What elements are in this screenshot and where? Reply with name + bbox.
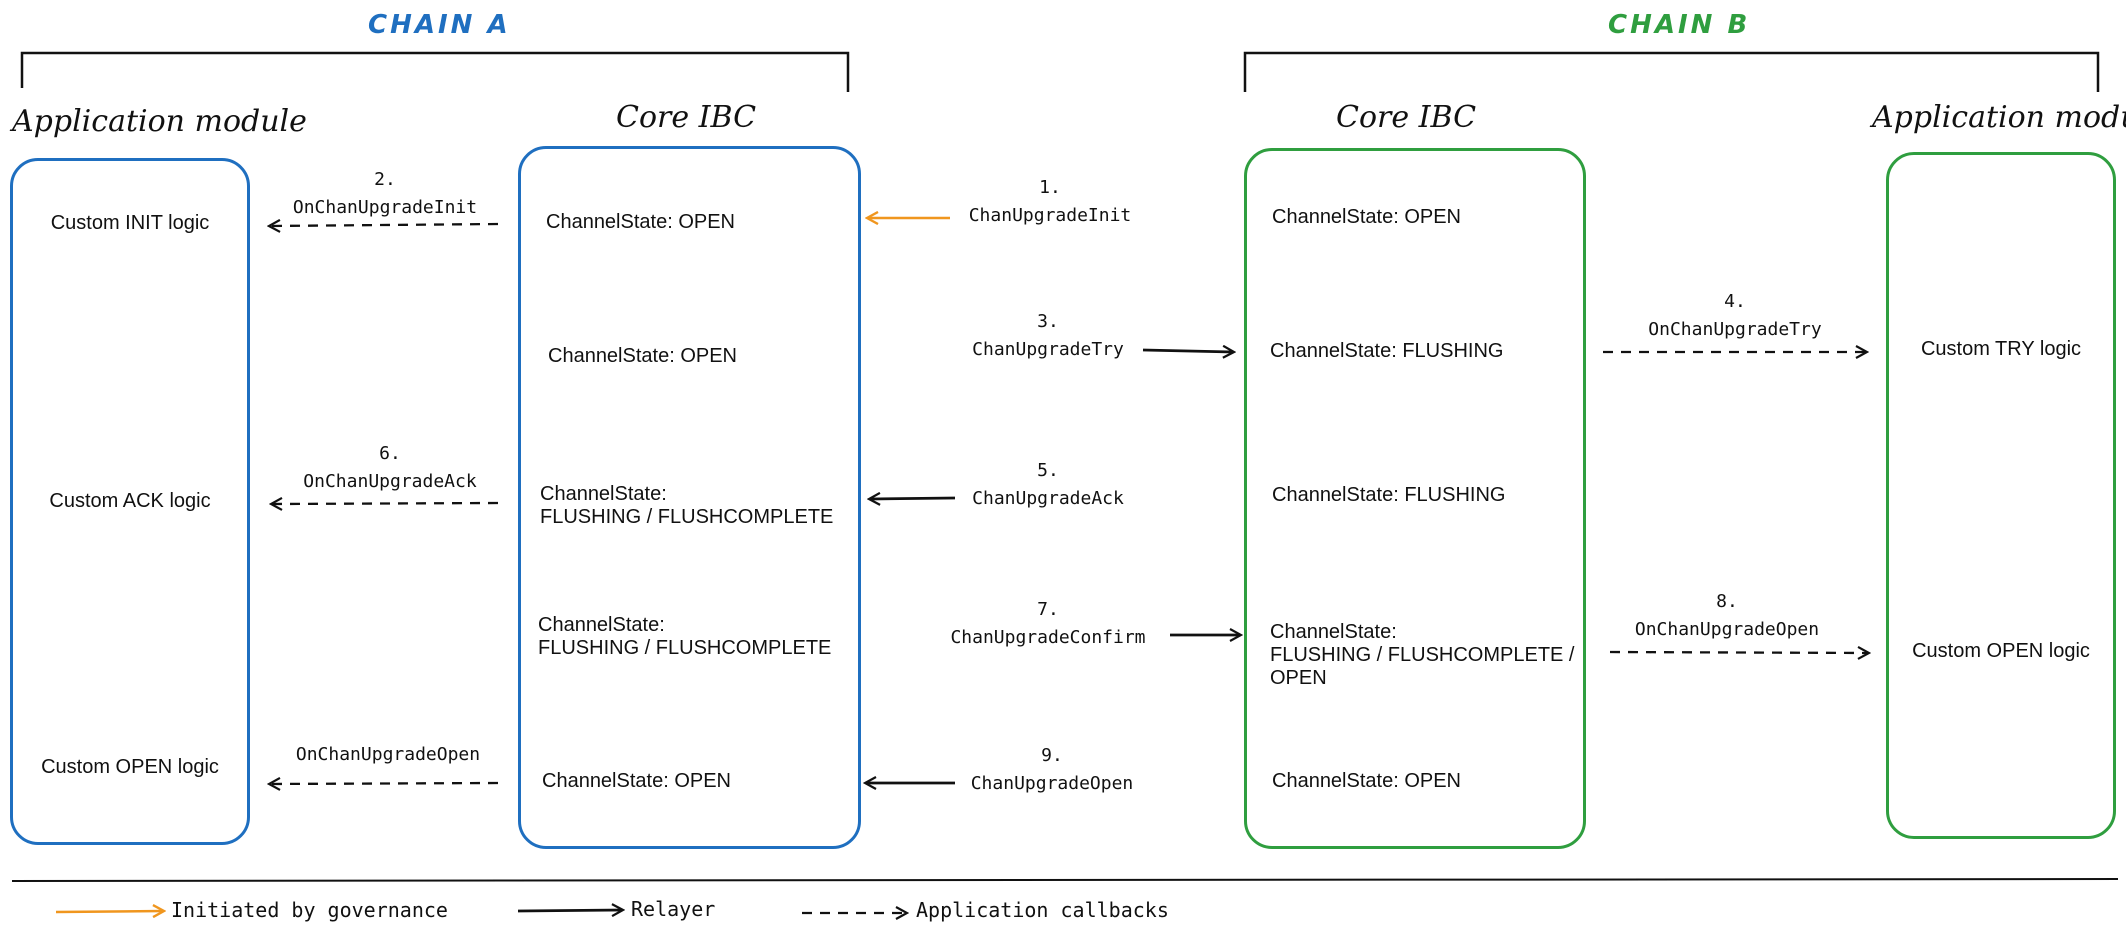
arrow-relayer-try [1142,350,1233,352]
chain-a-state-2: ChannelState: OPEN [548,345,737,367]
message-9: 9. ChanUpgradeOpen [942,742,1162,798]
chain-b-app-module-box [1886,152,2116,839]
arrow-callback-open-a [270,783,499,784]
chain-b-state-4: ChannelState: FLUSHING / FLUSHCOMPLETE /… [1270,621,1575,689]
message-7-name: ChanUpgradeConfirm [950,627,1146,648]
chain-b-open-logic: Custom OPEN logic [1912,640,2090,662]
chain-a-bracket [20,51,850,92]
message-2-step: 2. [374,169,396,190]
chain-a-state-1: ChannelState: OPEN [546,211,735,233]
message-10-name: OnChanUpgradeOpen [295,744,481,765]
chain-a-core-title: Core IBC [616,100,757,135]
chain-a-ack-logic: Custom ACK logic [49,490,211,512]
legend-governance-arrow [55,911,163,912]
chain-b-core-ibc-box [1244,148,1586,849]
chain-b-core-title: Core IBC [1336,100,1477,135]
message-3: 3. ChanUpgradeTry [948,308,1148,364]
arrow-callback-init [270,224,499,226]
message-8: 8. OnChanUpgradeOpen [1612,588,1842,644]
message-3-step: 3. [1037,311,1059,332]
chain-a-state-3: ChannelState: FLUSHING / FLUSHCOMPLETE [540,483,834,528]
message-1-step: 1. [1039,177,1061,198]
legend-separator [11,878,2119,882]
chain-b-state-5: ChannelState: OPEN [1272,770,1461,792]
message-6: 6. OnChanUpgradeAck [290,440,490,496]
chain-a-open-logic: Custom OPEN logic [41,756,219,778]
message-4-name: OnChanUpgradeTry [1648,319,1822,340]
chain-b-state-3: ChannelState: FLUSHING [1272,484,1506,506]
chain-b-try-logic: Custom TRY logic [1920,338,2082,360]
legend-governance-label: Initiated by governance [171,898,448,922]
arrow-relayer-ack [870,498,956,499]
message-9-step: 9. [1041,745,1063,766]
message-7: 7. ChanUpgradeConfirm [938,596,1158,652]
message-5-step: 5. [1037,460,1059,481]
message-4-step: 4. [1724,291,1746,312]
chain-a-state-5: ChannelState: OPEN [542,770,731,792]
message-1: 1. ChanUpgradeInit [940,174,1160,230]
arrow-callback-open-b [1609,652,1868,653]
chain-a-label: CHAIN A [368,10,511,40]
message-4: 4. OnChanUpgradeTry [1620,288,1850,344]
chain-a-app-title: Application module [12,104,307,139]
message-2-name: OnChanUpgradeInit [292,197,478,218]
legend-relayer-label: Relayer [631,897,716,921]
chain-b-app-title: Application module [1872,100,2126,135]
message-5: 5. ChanUpgradeAck [948,457,1148,513]
chain-a-core-ibc-box [518,146,861,849]
chain-a-state-4: ChannelState: FLUSHING / FLUSHCOMPLETE [538,614,832,659]
message-8-step: 8. [1716,591,1738,612]
message-1-name: ChanUpgradeInit [968,205,1132,226]
message-2: 2. OnChanUpgradeInit [285,166,485,222]
chain-b-state-2: ChannelState: FLUSHING [1270,340,1504,362]
message-9-name: ChanUpgradeOpen [970,773,1134,794]
chain-a-app-module-box [10,158,250,845]
chain-b-bracket [1243,51,2100,92]
message-7-step: 7. [1037,599,1059,620]
message-5-name: ChanUpgradeAck [972,488,1124,509]
message-6-name: OnChanUpgradeAck [303,471,477,492]
message-6-step: 6. [379,443,401,464]
chain-a-init-logic: Custom INIT logic [50,212,210,234]
legend-callbacks-label: Application callbacks [916,898,1169,922]
chain-b-state-1: ChannelState: OPEN [1272,206,1461,228]
chain-b-label: CHAIN B [1608,10,1751,40]
arrow-callback-ack [272,503,499,504]
message-8-name: OnChanUpgradeOpen [1634,619,1820,640]
legend-relayer-arrow [517,910,622,911]
message-10: OnChanUpgradeOpen [278,741,498,769]
message-3-name: ChanUpgradeTry [972,339,1124,360]
